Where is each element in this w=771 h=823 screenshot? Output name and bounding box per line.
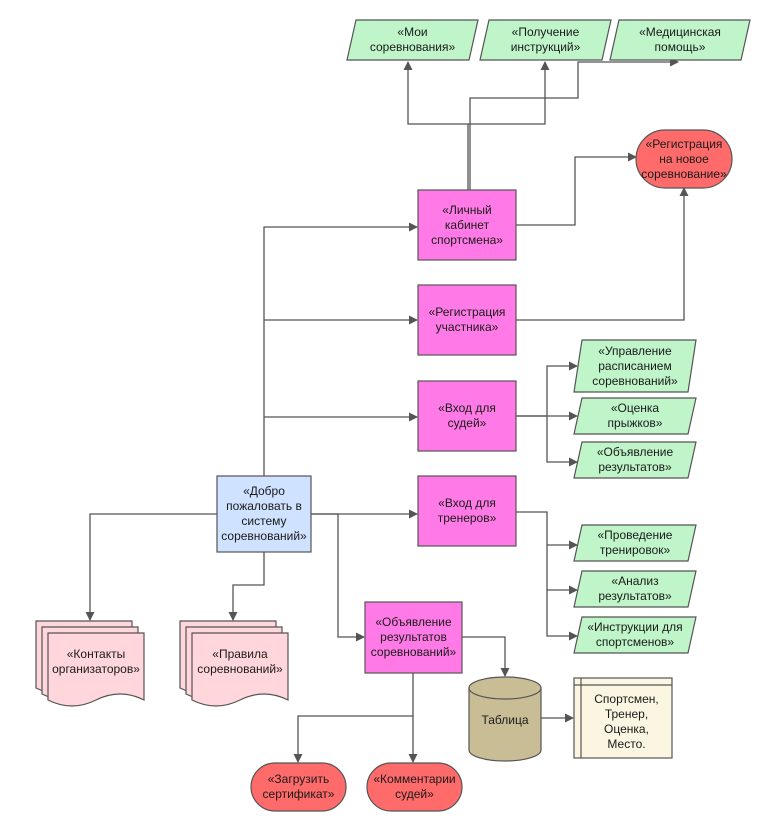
label-judges-login: «Вход для судей» [438, 401, 496, 430]
edge-coaches-to-training [516, 511, 578, 550]
io-my-competitions [346, 19, 479, 61]
label-conduct-training: «Проведение тренировок» [597, 528, 673, 557]
edge-welcome-to-results [311, 513, 365, 642]
edge-welcome-to-contacts [85, 513, 217, 621]
label-table-fields: Спортсмен, Тренер, Оценка, Место. [594, 691, 659, 751]
edge-coaches-to-analysis [546, 545, 578, 595]
label-welcome: «Добро пожаловать в систему соревнований… [221, 484, 307, 543]
terminal-judges-comments [366, 762, 463, 812]
label-table: Таблица [481, 712, 529, 727]
edge-judges-to-announce [546, 416, 578, 467]
edge-welcome-to-rules [228, 552, 265, 621]
edge-registration-to-new-competition [516, 187, 689, 321]
edge-results-to-table [462, 636, 510, 677]
label-coaches-login: «Вход для тренеров» [437, 496, 497, 525]
label-get-instructions: «Получение инструкций» [510, 25, 581, 54]
document-organizer-contacts [35, 620, 145, 707]
terminal-new-registration [635, 129, 733, 189]
label-organizer-contacts: «Контакты организаторов» [52, 647, 140, 676]
io-medical-help [609, 19, 751, 61]
edge-coaches-to-athlete-instructions [546, 590, 578, 641]
io-athlete-instructions [573, 616, 697, 654]
label-athlete-cabinet: «Личный кабинет спортсмена» [431, 202, 503, 247]
label-competition-rules: «Правила соревнований» [197, 647, 283, 676]
process-results-announcement [364, 601, 463, 674]
label-results-announce-judge: «Объявление результатов» [596, 445, 674, 474]
edge-cabinet-to-new-registration [516, 152, 637, 226]
io-results-announce-judge [573, 441, 697, 479]
database-table [468, 676, 542, 762]
note-table-fields [573, 677, 673, 759]
io-get-instructions [479, 19, 612, 61]
label-jump-scoring: «Оценка прыжков» [607, 401, 663, 430]
edge-results-to-certificate [293, 673, 414, 763]
edge-cabinet-to-my-competitions [403, 61, 469, 190]
edge-welcome-to-cabinet [263, 222, 418, 476]
document-competition-rules [179, 620, 289, 707]
label-results-announcement: «Объявление результатов соревнований» [370, 615, 457, 659]
label-athlete-instructions: «Инструкции для спортсменов» [587, 620, 683, 649]
label-participant-registration: «Регистрация участника» [428, 305, 506, 334]
terminal-upload-certificate [250, 762, 347, 812]
label-judges-comments: «Комментарии судей» [373, 772, 456, 801]
label-new-competition-registration: «Регистрация на новое соревнование» [641, 136, 727, 181]
label-schedule-management: «Управление расписанием соревнований» [592, 343, 678, 388]
label-my-competitions: «Мои соревнования» [369, 25, 456, 54]
process-coaches-login [417, 475, 517, 547]
edge-judges-to-schedule [516, 361, 578, 417]
process-participant-registration [417, 284, 517, 356]
label-upload-certificate: «Загрузить сертификат» [262, 772, 335, 801]
process-welcome [216, 475, 312, 553]
label-medical-help: «Медицинская помощь» [639, 25, 721, 54]
io-schedule-management [573, 339, 697, 393]
process-judges-login [417, 380, 517, 452]
io-jump-scoring [573, 397, 697, 435]
io-conduct-training [573, 524, 697, 562]
io-results-analysis [573, 570, 697, 608]
label-results-analysis: «Анализ результатов» [598, 574, 672, 603]
process-athlete-cabinet [417, 189, 517, 261]
edge-cabinet-to-instructions [468, 61, 550, 125]
edge-cabinet-to-medical [469, 57, 679, 190]
